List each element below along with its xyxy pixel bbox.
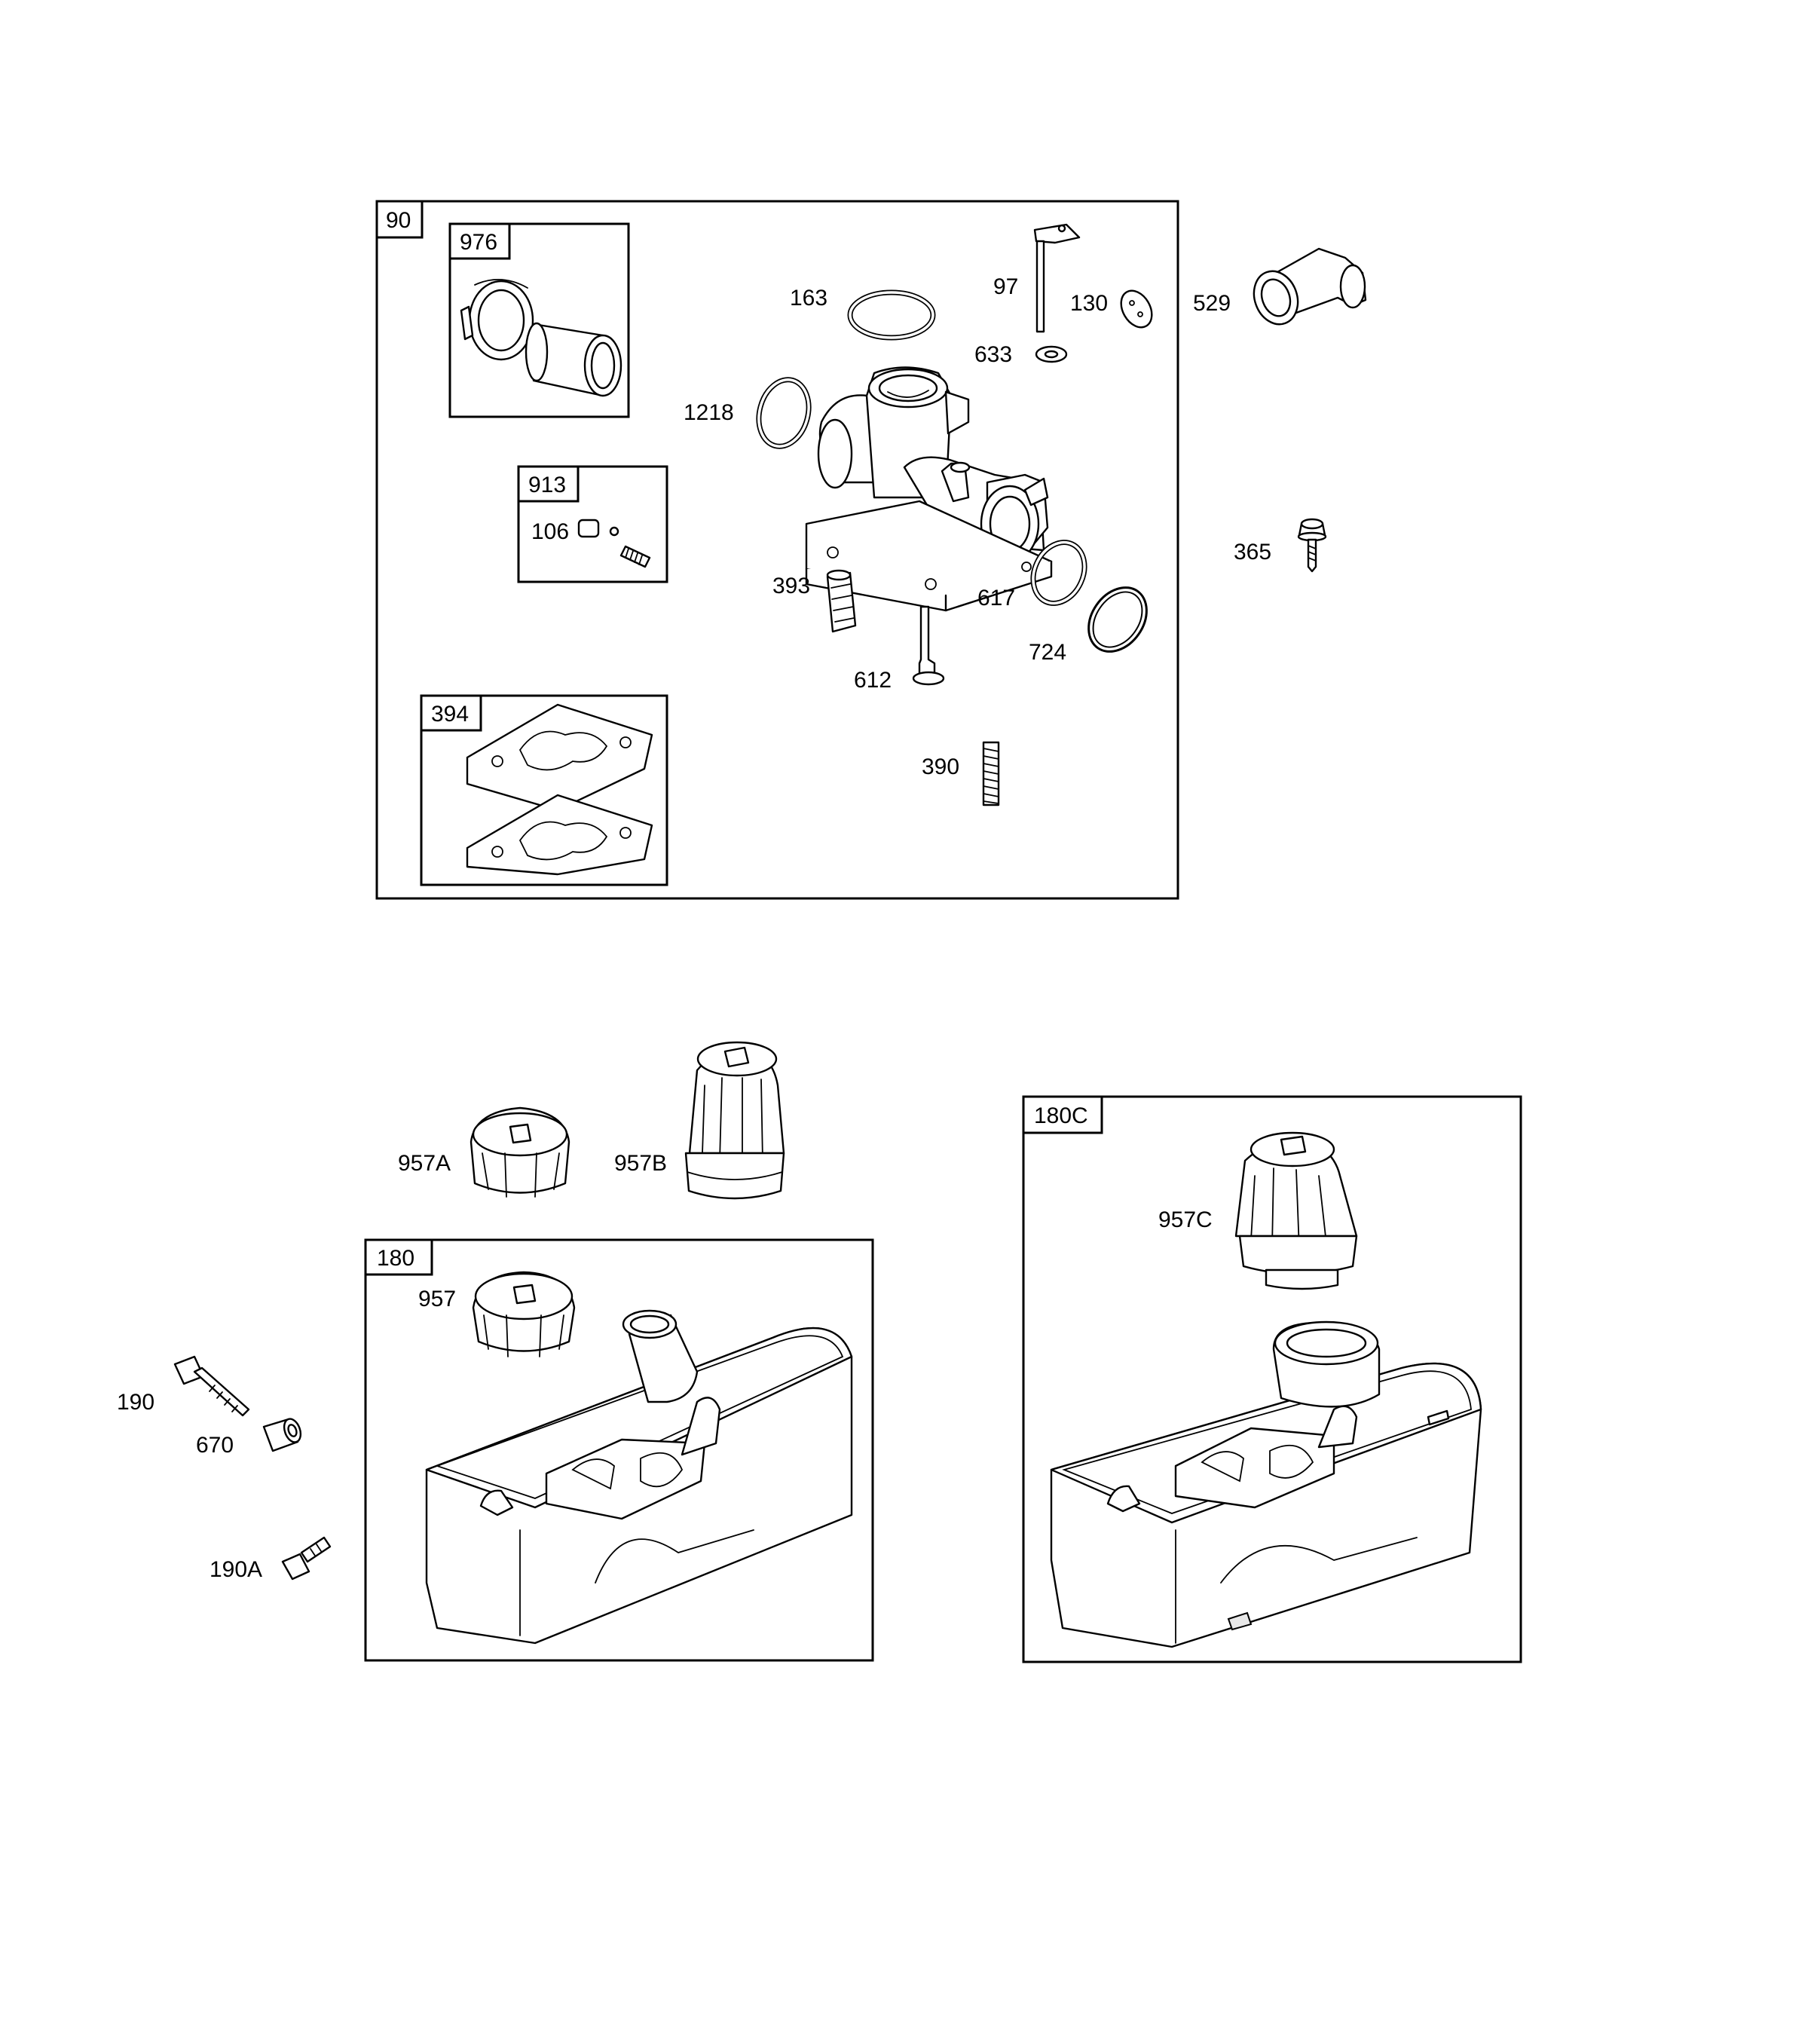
group-976-tag bbox=[448, 222, 511, 260]
group-976-frame bbox=[448, 222, 630, 418]
callout-724: 724 bbox=[1029, 640, 1066, 665]
group-90: 90 bbox=[375, 200, 1179, 900]
spring-390-part bbox=[982, 741, 1000, 806]
callout-365: 365 bbox=[1234, 540, 1271, 565]
fuel-cap-957B-part bbox=[684, 1041, 785, 1200]
group-180C-frame bbox=[1022, 1095, 1522, 1663]
group-976: 976 bbox=[448, 222, 630, 418]
group-90-tag bbox=[375, 200, 424, 239]
fuel-cap-957A-part bbox=[470, 1106, 570, 1198]
bolt-190-part bbox=[173, 1355, 250, 1417]
group-913-frame bbox=[517, 465, 668, 583]
throttle-shaft-part bbox=[1033, 223, 1081, 333]
intake-tube-part bbox=[525, 322, 622, 397]
group-90-label: 90 bbox=[386, 208, 411, 233]
gasket-163-part bbox=[847, 289, 936, 341]
gasket-724-part bbox=[1087, 586, 1148, 653]
fuel-tank-180C-part bbox=[1050, 1320, 1482, 1648]
callout-390: 390 bbox=[922, 754, 959, 779]
fuel-cap-957-part bbox=[472, 1271, 576, 1357]
fuel-cap-957C-part bbox=[1234, 1131, 1358, 1290]
group-90-frame bbox=[375, 200, 1179, 900]
callout-393: 393 bbox=[772, 574, 810, 598]
group-394-tag bbox=[420, 694, 482, 732]
group-913-tag bbox=[517, 465, 580, 503]
group-394-label: 394 bbox=[431, 702, 469, 727]
group-180C-label: 180C bbox=[1034, 1103, 1088, 1128]
throttle-valve-part bbox=[1120, 289, 1153, 329]
callout-957B: 957B bbox=[614, 1151, 667, 1176]
callout-612: 612 bbox=[854, 668, 892, 693]
callout-130: 130 bbox=[1070, 291, 1108, 316]
carburetor-body-part bbox=[805, 366, 1053, 686]
gasket-upper-part bbox=[466, 703, 653, 812]
callout-957A: 957A bbox=[398, 1151, 451, 1176]
group-913-label: 913 bbox=[528, 473, 566, 497]
adapter-ring-part bbox=[460, 278, 534, 361]
callout-97: 97 bbox=[993, 274, 1018, 299]
callout-633: 633 bbox=[974, 342, 1012, 367]
fuel-tank-180-part bbox=[425, 1309, 853, 1645]
callout-190A: 190A bbox=[210, 1557, 262, 1582]
gasket-1218-part bbox=[756, 377, 812, 449]
callout-957: 957 bbox=[418, 1287, 456, 1311]
group-180-label: 180 bbox=[377, 1246, 414, 1271]
bolt-190A-part bbox=[281, 1536, 332, 1581]
group-180C: 180C bbox=[1022, 1095, 1522, 1663]
callout-163: 163 bbox=[790, 286, 827, 311]
group-394: 394 bbox=[420, 694, 668, 886]
seal-633-part bbox=[1035, 345, 1068, 363]
elbow-hose-part bbox=[1253, 247, 1367, 326]
callout-1218: 1218 bbox=[684, 400, 734, 425]
inlet-needle-seat-part bbox=[577, 519, 651, 568]
group-913: 913 106 bbox=[517, 465, 668, 583]
callout-957C: 957C bbox=[1158, 1207, 1213, 1232]
group-180-frame bbox=[364, 1238, 874, 1662]
gasket-lower-part bbox=[466, 794, 653, 876]
callout-670: 670 bbox=[196, 1433, 234, 1458]
o-ring-617-part bbox=[1030, 540, 1087, 606]
callout-617: 617 bbox=[977, 586, 1015, 610]
group-394-frame bbox=[420, 694, 668, 886]
callout-106: 106 bbox=[531, 519, 569, 544]
screw-365-part bbox=[1297, 518, 1327, 573]
filter-screen-393-part bbox=[826, 569, 857, 633]
group-976-label: 976 bbox=[460, 230, 497, 255]
group-180-tag bbox=[364, 1238, 433, 1276]
spacer-670-part bbox=[262, 1418, 302, 1452]
callout-529: 529 bbox=[1193, 291, 1231, 316]
group-180C-tag bbox=[1022, 1095, 1103, 1134]
callout-190: 190 bbox=[117, 1390, 154, 1415]
group-180: 180 bbox=[364, 1238, 874, 1662]
